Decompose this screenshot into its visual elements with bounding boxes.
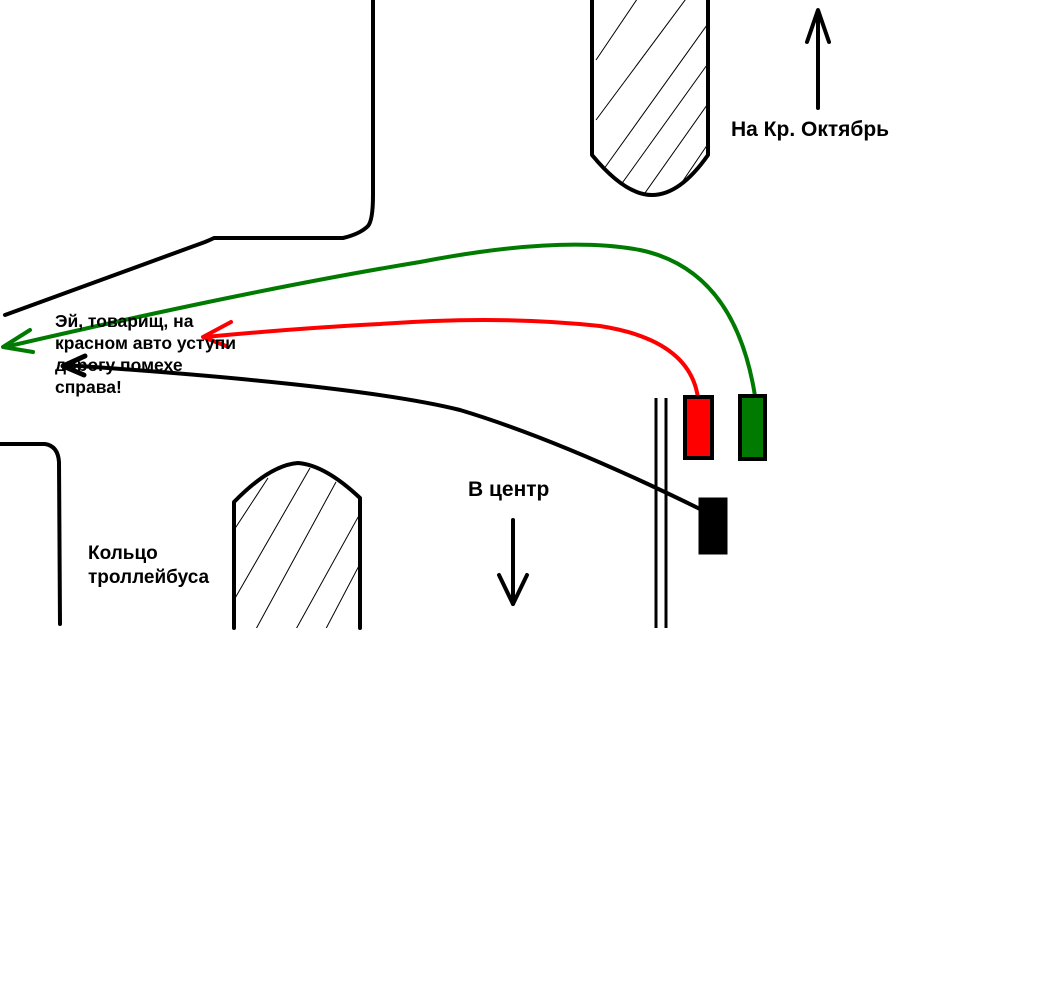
red-car [683,395,714,460]
trolleybus-ring-line-1: Кольцо [88,543,158,564]
warning-line-3: дорогу помехе [55,355,183,375]
green-path [3,242,757,398]
green-arrowhead-icon [1,328,35,354]
black-path [63,363,704,512]
direction-label-center: В центр [468,478,550,501]
red-arrowhead-icon [201,320,233,348]
road-edge-bottom-left [0,442,62,626]
trolleybus-ring-line-2: троллейбуса [88,567,210,588]
red-path [203,317,700,400]
black-arrowhead-icon [60,353,88,378]
black-car [698,497,728,555]
warning-line-2: красном авто уступи [55,333,236,353]
median-island-bottom [232,461,362,630]
direction-label-north: На Кр. Октябрь [731,118,890,141]
warning-line-1: Эй, товарищ, на [55,311,194,331]
warning-callout: Эй, товарищ, на красном авто уступи доро… [55,310,236,398]
median-island-top [590,0,710,197]
warning-line-4: справа! [55,377,122,397]
arrow-up-icon [805,8,831,110]
trolleybus-ring-label: Кольцо троллейбуса [88,542,209,590]
arrow-down-icon [497,518,529,606]
green-car [738,394,767,461]
road-edge-top-left [3,0,375,317]
